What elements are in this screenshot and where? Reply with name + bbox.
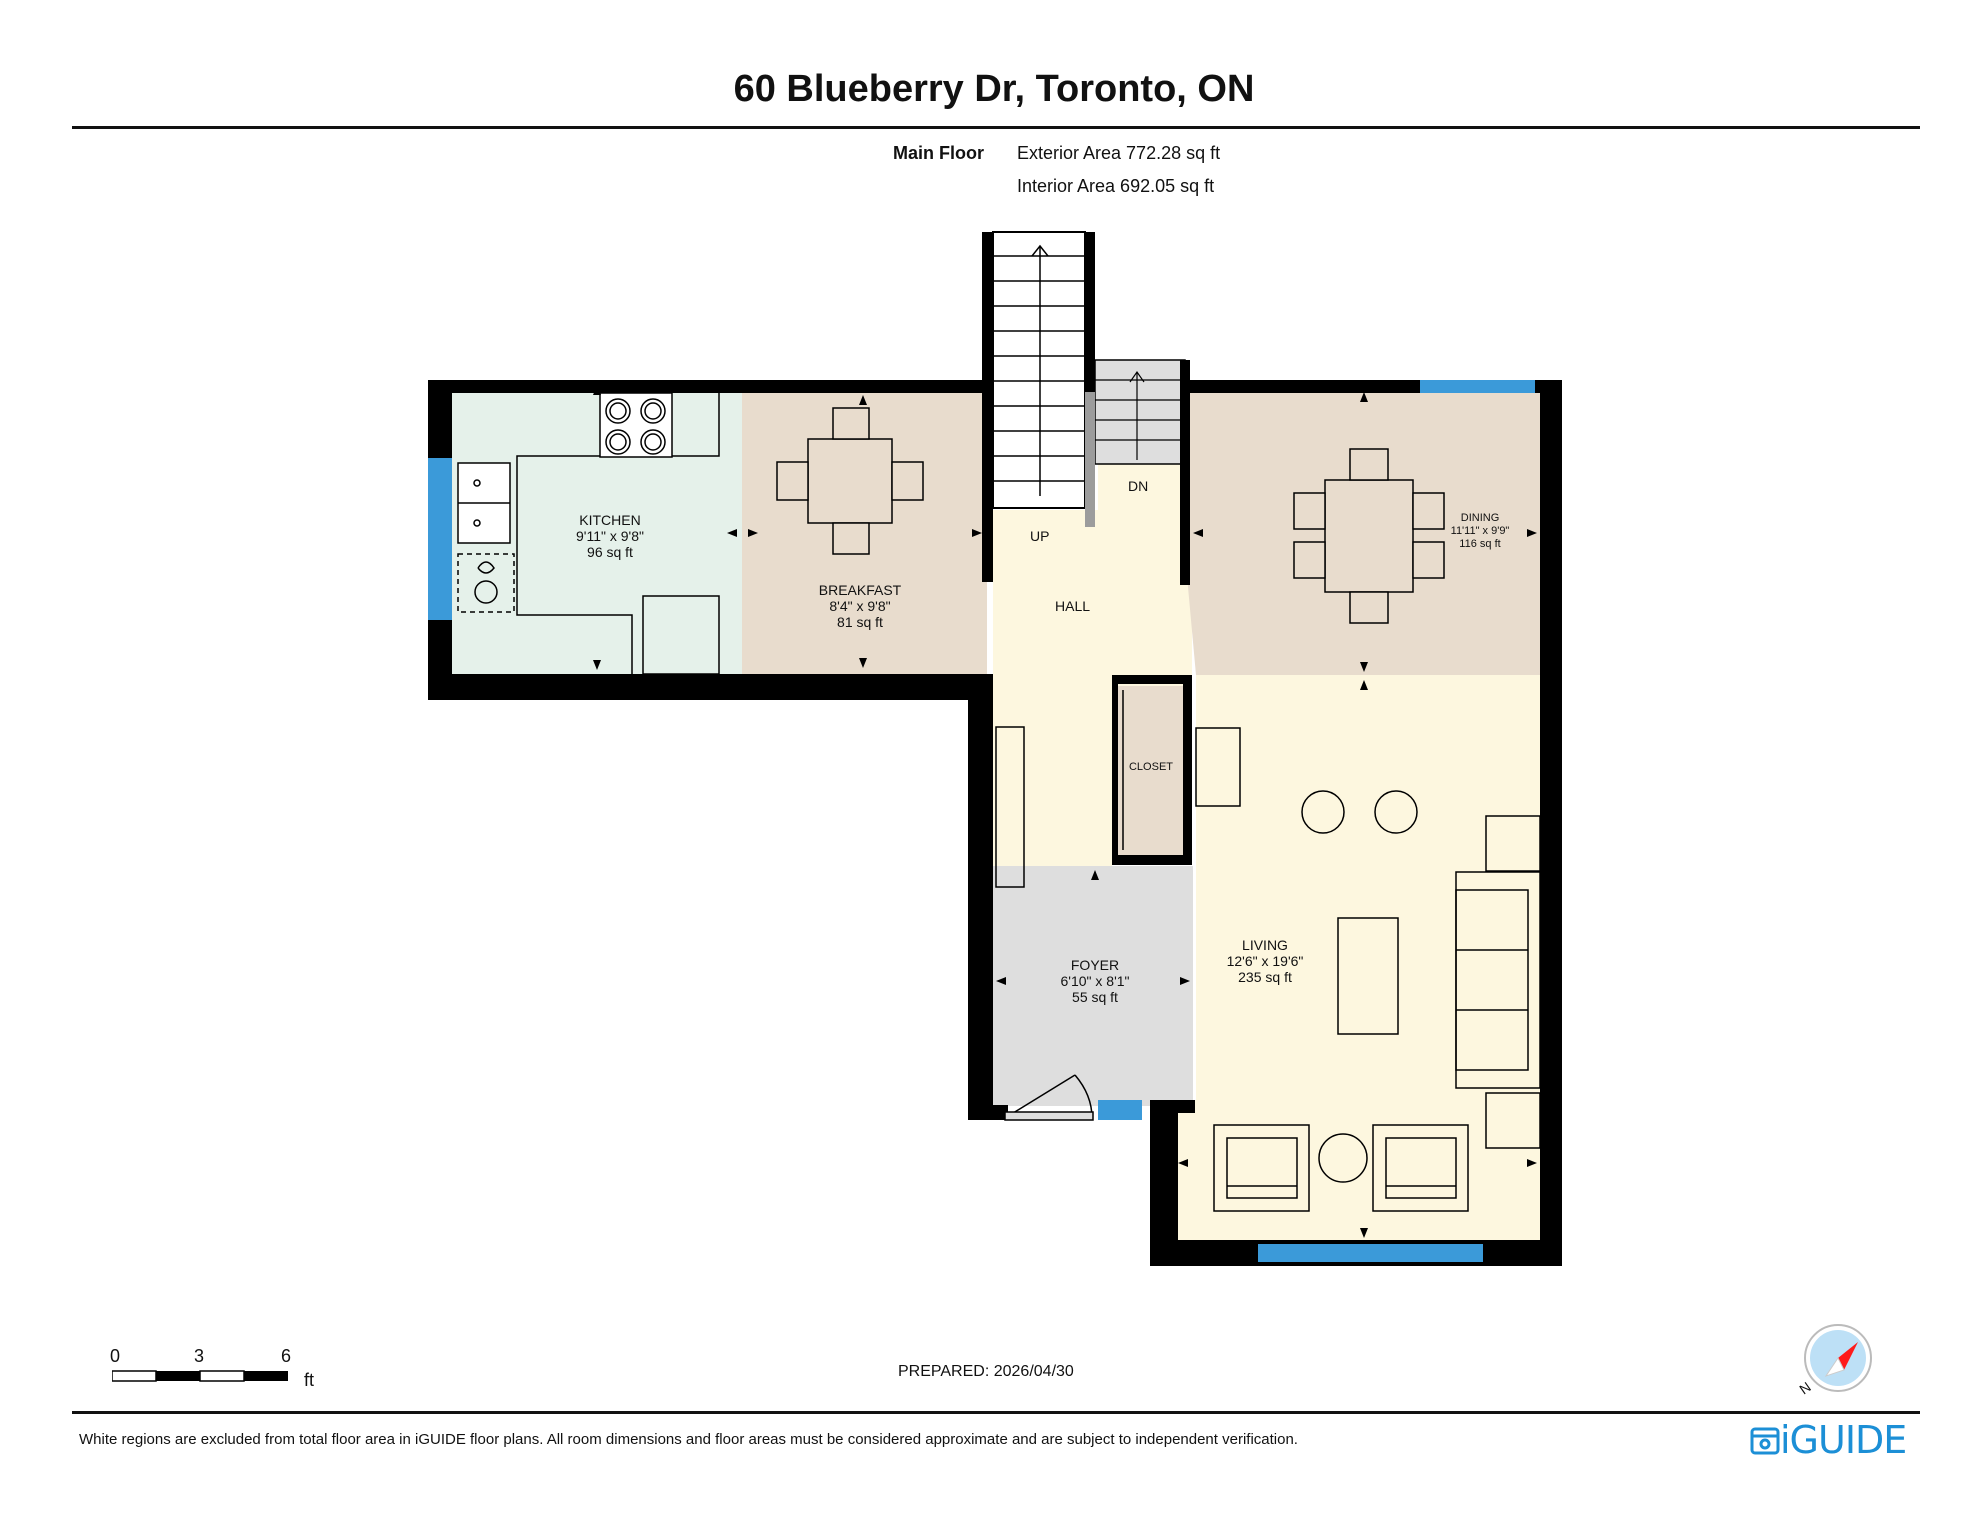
brand-logo: iGUIDE <box>1750 1418 1907 1462</box>
foyer-label: FOYER 6'10" x 8'1" 55 sq ft <box>1040 957 1150 1005</box>
breakfast-label: BREAKFAST 8'4" x 9'8" 81 sq ft <box>800 582 920 630</box>
scale-unit: ft <box>304 1370 315 1390</box>
living-furniture <box>1195 727 1541 1212</box>
page-title: 60 Blueberry Dr, Toronto, ON <box>733 68 1255 110</box>
hall-furniture <box>995 690 1124 888</box>
room-name: KITCHEN <box>579 512 641 528</box>
iguide-icon <box>1750 1427 1780 1455</box>
room-dimensions: 6'10" x 8'1" <box>1060 973 1130 989</box>
closet-label: CLOSET <box>1128 761 1173 773</box>
stairs-down <box>1085 359 1186 527</box>
room-dimensions: 12'6" x 19'6" <box>1226 953 1304 969</box>
front-door <box>1004 1074 1094 1121</box>
brand-name: iGUIDE <box>1780 1418 1907 1462</box>
stairs-up <box>992 231 1086 509</box>
scale-tick-3: 3 <box>194 1346 205 1366</box>
disclaimer-text: White regions are excluded from total fl… <box>79 1431 1298 1448</box>
dining-label: DINING 11'11" x 9'9" 116 sq ft <box>1440 512 1520 551</box>
room-name: DINING <box>1460 512 1500 524</box>
kitchen-counters <box>457 392 720 675</box>
hall-fill <box>993 464 1192 866</box>
walls <box>428 232 1562 1266</box>
room-dimensions: 9'11" x 9'8" <box>576 528 644 544</box>
room-dimensions: 11'11" x 9'9" <box>1450 525 1510 537</box>
room-area: 81 sq ft <box>837 614 883 630</box>
breakfast-table <box>776 407 924 555</box>
room-area: 235 sq ft <box>1238 969 1292 985</box>
scale-graphic <box>112 1370 288 1382</box>
stairs-up-label: UP <box>1030 528 1050 544</box>
kitchen-label: KITCHEN 9'11" x 9'8" 96 sq ft <box>560 512 660 560</box>
living-fill <box>1178 675 1540 1240</box>
dining-table <box>1293 448 1445 624</box>
foyer-fill <box>993 866 1193 1106</box>
room-area: 116 sq ft <box>1459 538 1501 550</box>
compass-icon <box>1804 1324 1872 1392</box>
header-divider <box>72 126 1920 129</box>
stairs-down-label: DN <box>1128 478 1149 494</box>
prepared-date: PREPARED: 2026/04/30 <box>898 1363 1074 1380</box>
dimension-markers <box>593 385 1537 1238</box>
room-name: FOYER <box>1070 957 1120 973</box>
hall-label: HALL <box>1055 598 1091 614</box>
exterior-area: Exterior Area 772.28 sq ft <box>1017 143 1221 163</box>
footer-divider <box>72 1411 1920 1414</box>
room-dimensions: 8'4" x 9'8" <box>829 598 891 614</box>
room-name: LIVING <box>1242 937 1288 953</box>
room-name: BREAKFAST <box>818 582 902 598</box>
room-area: 96 sq ft <box>587 544 633 560</box>
closet-fill <box>1118 686 1183 856</box>
floor-name: Main Floor <box>893 143 984 163</box>
room-area: 55 sq ft <box>1072 989 1118 1005</box>
scale-tick-6: 6 <box>281 1346 292 1366</box>
scale-tick-0: 0 <box>110 1346 121 1366</box>
windows <box>428 380 1535 1262</box>
interior-area: Interior Area 692.05 sq ft <box>1017 176 1215 196</box>
living-label: LIVING 12'6" x 19'6" 235 sq ft <box>1210 937 1320 985</box>
